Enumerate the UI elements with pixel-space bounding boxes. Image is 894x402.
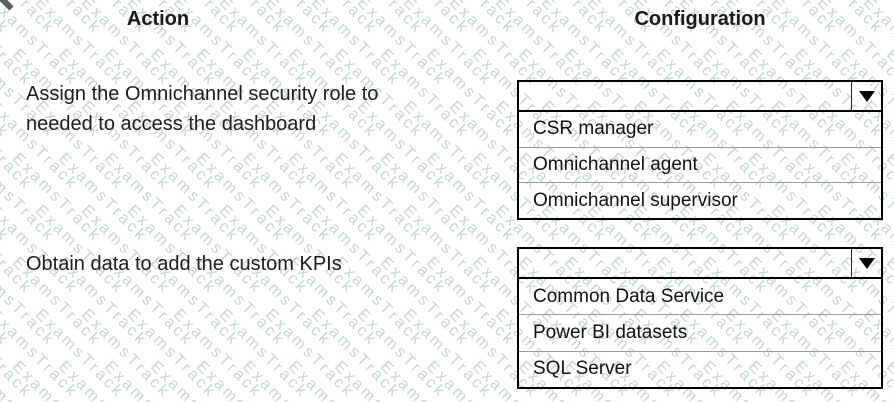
watermark-text: ExamsTrack: [468, 0, 565, 38]
watermark-text: ExamsTrack: [0, 254, 13, 350]
watermark-text: ExamsTrack: [261, 0, 358, 90]
caret-down-icon: [858, 90, 875, 102]
watermark-text: ExamsTrack: [100, 150, 197, 246]
watermark-text: ExamsTrack: [376, 0, 473, 38]
watermark-text: ExamsTrack: [859, 0, 894, 90]
watermark-text: ExamsTrack: [813, 0, 894, 90]
configuration-column-header: Configuration: [634, 8, 766, 30]
watermark-text: ExamsTrack: [8, 150, 105, 246]
action-item-1: Assign the Omnichannel security role to …: [26, 79, 496, 139]
action-item-1-line-1: Assign the Omnichannel security role to: [26, 83, 379, 105]
dropdown-security-role-options: CSR manager Omnichannel agent Omnichanne…: [519, 112, 881, 218]
watermark-text: ExamsTrack: [77, 306, 174, 402]
option-sql-server[interactable]: SQL Server: [519, 350, 881, 387]
watermark-text: ExamsTrack: [123, 306, 220, 402]
watermark-text: ExamsTrack: [146, 150, 243, 246]
option-omnichannel-supervisor[interactable]: Omnichannel supervisor: [519, 182, 881, 218]
watermark-text: ExamsTrack: [882, 46, 894, 142]
corner-mark: [0, 0, 14, 11]
watermark-text: ExamsTrack: [882, 150, 894, 246]
option-common-data-service[interactable]: Common Data Service: [533, 285, 725, 307]
dropdown-data-source-select[interactable]: [519, 249, 881, 279]
watermark-text: ExamsTrack: [238, 150, 335, 246]
watermark-text: ExamsTrack: [0, 150, 59, 246]
watermark-text: ExamsTrack: [0, 358, 13, 402]
option-power-bi-datasets[interactable]: Power BI datasets: [519, 314, 881, 350]
action-item-2: Obtain data to add the custom KPIs: [26, 249, 496, 279]
action-column-header: Action: [126, 8, 190, 30]
dropdown-security-role: CSR manager Omnichannel agent Omnichanne…: [517, 80, 883, 220]
dropdown-security-role-arrow-button[interactable]: [851, 82, 881, 110]
watermark-text: ExamsTrack: [0, 358, 59, 402]
watermark-text: ExamsTrack: [836, 0, 894, 38]
watermark-text: ExamsTrack: [0, 306, 82, 402]
watermark-text: ExamsTrack: [330, 0, 427, 38]
watermark-text: ExamsTrack: [330, 358, 427, 402]
watermark-text: ExamsTrack: [399, 306, 496, 402]
watermark-text: ExamsTrack: [376, 358, 473, 402]
watermark-text: ExamsTrack: [882, 358, 894, 402]
watermark-text: ExamsTrack: [100, 358, 197, 402]
option-csr-manager[interactable]: CSR manager: [533, 118, 654, 140]
watermark-text: ExamsTrack: [192, 150, 289, 246]
watermark-text: ExamsTrack: [0, 306, 36, 402]
dropdown-data-source-options: Common Data Service Power BI datasets SQ…: [519, 279, 881, 387]
watermark-text: ExamsTrack: [0, 150, 13, 246]
option-omnichannel-agent[interactable]: Omnichannel agent: [519, 146, 881, 183]
watermark-text: ExamsTrack: [284, 150, 381, 246]
watermark-text: ExamsTrack: [54, 358, 151, 402]
watermark-text: ExamsTrack: [31, 306, 128, 402]
watermark-text: ExamsTrack: [284, 0, 381, 38]
watermark-text: ExamsTrack: [399, 0, 496, 90]
action-item-1-line-2: needed to access the dashboard: [26, 113, 317, 135]
watermark-text: ExamsTrack: [353, 0, 450, 90]
watermark-text: ExamsTrack: [376, 150, 473, 246]
watermark-text: ExamsTrack: [0, 46, 13, 142]
dropdown-data-source: Common Data Service Power BI datasets SQ…: [517, 247, 883, 389]
dropdown-security-role-select[interactable]: [519, 82, 881, 112]
watermark-text: ExamsTrack: [422, 0, 519, 38]
watermark-text: ExamsTrack: [215, 306, 312, 402]
watermark-text: ExamsTrack: [261, 306, 358, 402]
watermark-text: ExamsTrack: [307, 306, 404, 402]
watermark-text: ExamsTrack: [0, 0, 36, 90]
watermark-text: ExamsTrack: [307, 0, 404, 90]
watermark-text: ExamsTrack: [790, 0, 887, 38]
watermark-text: ExamsTrack: [353, 306, 450, 402]
watermark-text: ExamsTrack: [330, 150, 427, 246]
watermark-text: ExamsTrack: [284, 358, 381, 402]
watermark-text: ExamsTrack: [514, 0, 611, 38]
watermark-text: ExamsTrack: [882, 254, 894, 350]
dropdown-data-source-arrow-button[interactable]: [851, 249, 881, 277]
watermark-text: ExamsTrack: [882, 0, 894, 38]
action-item-2-line-1: Obtain data to add the custom KPIs: [26, 253, 342, 275]
watermark-text: ExamsTrack: [192, 358, 289, 402]
watermark-text: ExamsTrack: [422, 358, 519, 402]
caret-down-icon: [858, 257, 875, 269]
watermark-text: ExamsTrack: [8, 358, 105, 402]
watermark-text: ExamsTrack: [54, 150, 151, 246]
watermark-text: ExamsTrack: [169, 306, 266, 402]
watermark-text: ExamsTrack: [146, 358, 243, 402]
watermark-text: ExamsTrack: [238, 358, 335, 402]
watermark-text: ExamsTrack: [491, 0, 588, 90]
watermark-text: ExamsTrack: [422, 150, 519, 246]
watermark-text: ExamsTrack: [445, 0, 542, 90]
